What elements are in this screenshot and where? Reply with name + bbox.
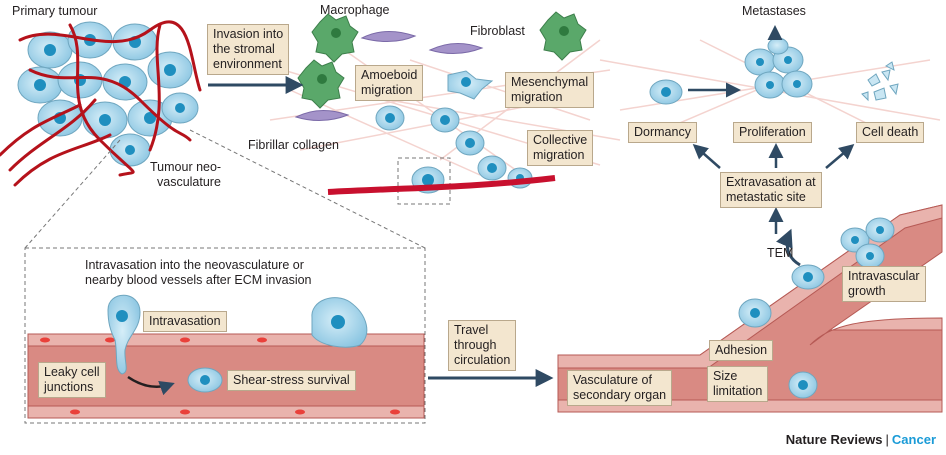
travel-line3: circulation	[454, 353, 511, 367]
amoeboid-box: Amoeboid migration	[355, 65, 424, 101]
amoeboid-line1: Amoeboid	[361, 68, 418, 82]
tem-arrow	[776, 228, 801, 267]
migrating-nuclei	[385, 77, 524, 186]
neovasculature-label-line1: Tumour neo-	[150, 160, 222, 174]
mesenchymal-line1: Mesenchymal	[511, 75, 589, 89]
extravasation-box: Extravasation at metastatic site	[720, 172, 822, 208]
neovasculature-label-line2: vasculature	[157, 175, 221, 189]
proliferation-box: Proliferation	[733, 122, 812, 143]
intravasation-box: Intravasation	[143, 311, 227, 332]
extravasation-line2: metastatic site	[726, 190, 806, 204]
fibrillar-collagen-label: Fibrillar collagen	[248, 138, 340, 152]
extravasation-line1: Extravasation at	[726, 175, 816, 189]
fibroblasts	[294, 31, 484, 121]
travel-box: Travel through circulation	[448, 320, 517, 371]
to-cell-death-arrow	[825, 144, 855, 169]
leaky-line2: junctions	[44, 380, 94, 394]
secondary-vessel	[557, 204, 943, 413]
inset-nuclei	[116, 310, 345, 385]
vasculature-line2: secondary organ	[573, 388, 667, 402]
shear-arrow	[127, 375, 175, 396]
intravascular-growth-box: Intravascular growth	[842, 266, 926, 302]
tem-label: TEM	[767, 246, 794, 260]
intravascular-line1: Intravascular	[848, 269, 920, 283]
intravascular-line2: growth	[848, 284, 886, 298]
fibroblast-label: Fibroblast	[470, 24, 525, 38]
cell-death-box: Cell death	[856, 122, 925, 143]
adhesion-box: Adhesion	[709, 340, 774, 361]
inset-blood-vessel	[27, 333, 425, 419]
credit-separator: |	[885, 432, 889, 447]
vasculature-secondary-box: Vasculature of secondary organ	[567, 370, 673, 406]
proliferation-cluster	[744, 37, 813, 99]
amoeboid-line2: migration	[361, 83, 413, 97]
invasion-box: Invasion into the stromal environment	[207, 24, 290, 75]
primary-tumour	[17, 21, 199, 167]
to-dormancy-arrow	[692, 144, 721, 169]
neovasculature	[0, 20, 202, 187]
journal-credit: Nature Reviews|Cancer	[786, 432, 936, 447]
collective-line1: Collective	[533, 133, 588, 147]
mesenchymal-line2: migration	[511, 90, 563, 104]
invasion-line3: environment	[213, 57, 282, 71]
nearby-blood-vessel	[327, 175, 556, 195]
cell-death-fragments	[861, 61, 899, 102]
size-line1: Size	[713, 369, 738, 383]
size-limitation-box: Size limitation	[707, 366, 769, 402]
intravasation-caption-line2: nearby blood vessels after ECM invasion	[85, 273, 312, 287]
travel-line1: Travel	[454, 323, 489, 337]
vasculature-line1: Vasculature of	[573, 373, 652, 387]
intravasation-caption-line1: Intravasation into the neovasculature or	[85, 258, 304, 272]
metastases-label: Metastases	[742, 4, 806, 18]
travel-line2: through	[454, 338, 497, 352]
macrophage-nuclei	[317, 26, 569, 84]
publisher-name: Nature Reviews	[785, 432, 883, 447]
leaky-line1: Leaky cell	[44, 365, 100, 379]
invasion-line2: the stromal	[213, 42, 275, 56]
primary-tumour-label: Primary tumour	[12, 4, 98, 18]
mesenchymal-box: Mesenchymal migration	[505, 72, 595, 108]
macrophage-label: Macrophage	[320, 3, 390, 17]
zoom-lines	[24, 129, 451, 424]
size-line2: limitation	[713, 384, 763, 398]
journal-name: Cancer	[891, 432, 936, 447]
collective-box: Collective migration	[527, 130, 594, 166]
macrophages	[297, 11, 587, 109]
invasion-line1: Invasion into	[213, 27, 284, 41]
dormancy-box: Dormancy	[628, 122, 697, 143]
leaky-junctions-box: Leaky cell junctions	[38, 362, 106, 398]
collective-line2: migration	[533, 148, 585, 162]
organ-nuclei	[750, 226, 884, 390]
shear-stress-box: Shear-stress survival	[227, 370, 356, 391]
